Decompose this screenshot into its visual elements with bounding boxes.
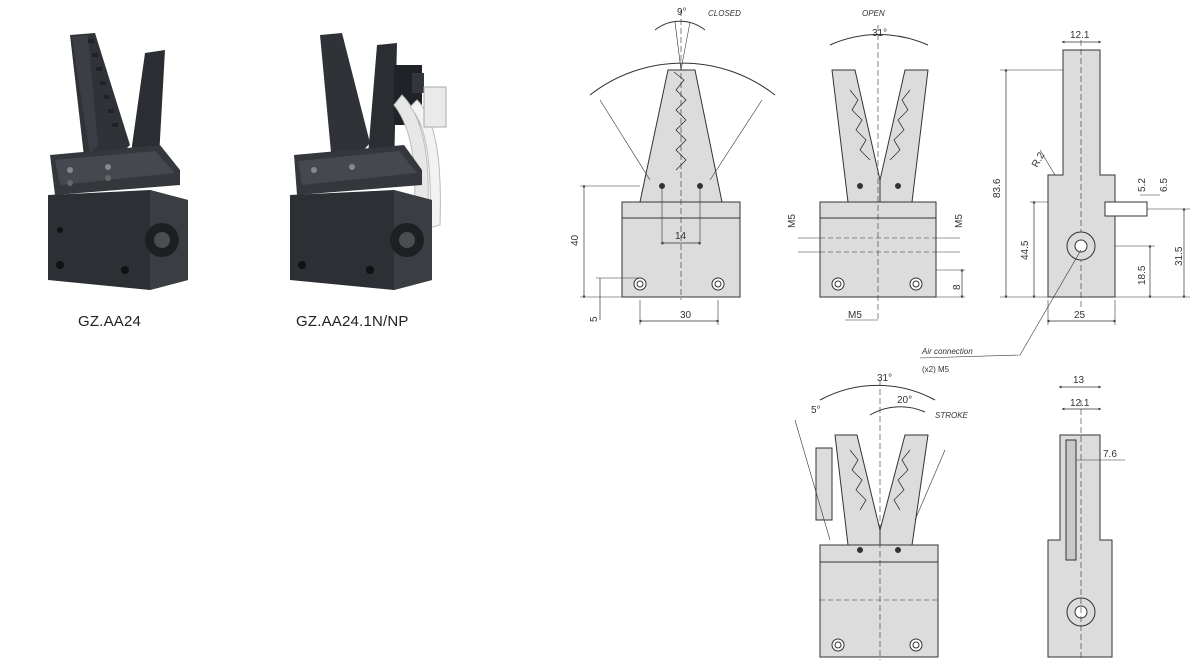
angle-stroke-large: 20° [897, 395, 912, 406]
dim-thread-bottom: M5 [848, 310, 862, 321]
dim-height-44-5: 44.5 [1020, 240, 1031, 260]
product-caption-gz-aa24: GZ.AA24 [78, 313, 142, 330]
dim-6-5: 6.5 [1159, 178, 1170, 192]
product-caption-gz-aa24-1n-np: GZ.AA24.1N/NP [296, 313, 409, 330]
view-stroke [794, 380, 946, 660]
gripper-photo-gz-aa24 [40, 25, 190, 290]
label-air-connection-spec: (x2) M5 [922, 365, 950, 374]
view-open [798, 25, 965, 321]
dim-thread-right: M5 [954, 214, 965, 228]
dim-height-31-5: 31.5 [1174, 246, 1185, 266]
dim-width-30: 30 [680, 310, 692, 321]
view-side-lower [1047, 385, 1125, 660]
angle-closed: 9° [677, 7, 687, 18]
dim-width-12-1-lower: 12.1 [1070, 398, 1090, 409]
view-side [919, 40, 1190, 359]
label-closed: CLOSED [708, 9, 741, 18]
angle-open-lower: 31° [877, 373, 892, 384]
dim-height-40: 40 [570, 234, 581, 246]
dim-width-12-1: 12.1 [1070, 30, 1090, 41]
angle-open: 31° [872, 28, 887, 39]
dim-bottom-5: 5 [589, 316, 600, 322]
dim-5-2: 5.2 [1137, 178, 1148, 192]
dim-depth-8: 8 [952, 284, 963, 290]
dim-width-25: 25 [1074, 310, 1086, 321]
label-open: OPEN [862, 9, 885, 18]
view-closed [580, 10, 776, 325]
dim-height-18-5: 18.5 [1137, 265, 1148, 285]
gripper-photo-gz-aa24-image [48, 33, 188, 290]
dim-height-83-6: 83.6 [992, 178, 1003, 198]
dim-thread-left: M5 [787, 214, 798, 228]
dim-width-13: 13 [1073, 375, 1085, 386]
label-stroke: STROKE [935, 411, 969, 420]
label-air-connection: Air connection [921, 347, 973, 356]
dim-7-6: 7.6 [1103, 449, 1117, 460]
angle-stroke-small: 5° [811, 405, 821, 416]
dim-radius: R.2 [1030, 150, 1048, 169]
gripper-photo-gz-aa24-1n-np [282, 25, 452, 290]
dim-pitch-14: 14 [675, 231, 687, 242]
gripper-photo-gz-aa24-1n-np-image [290, 33, 447, 290]
